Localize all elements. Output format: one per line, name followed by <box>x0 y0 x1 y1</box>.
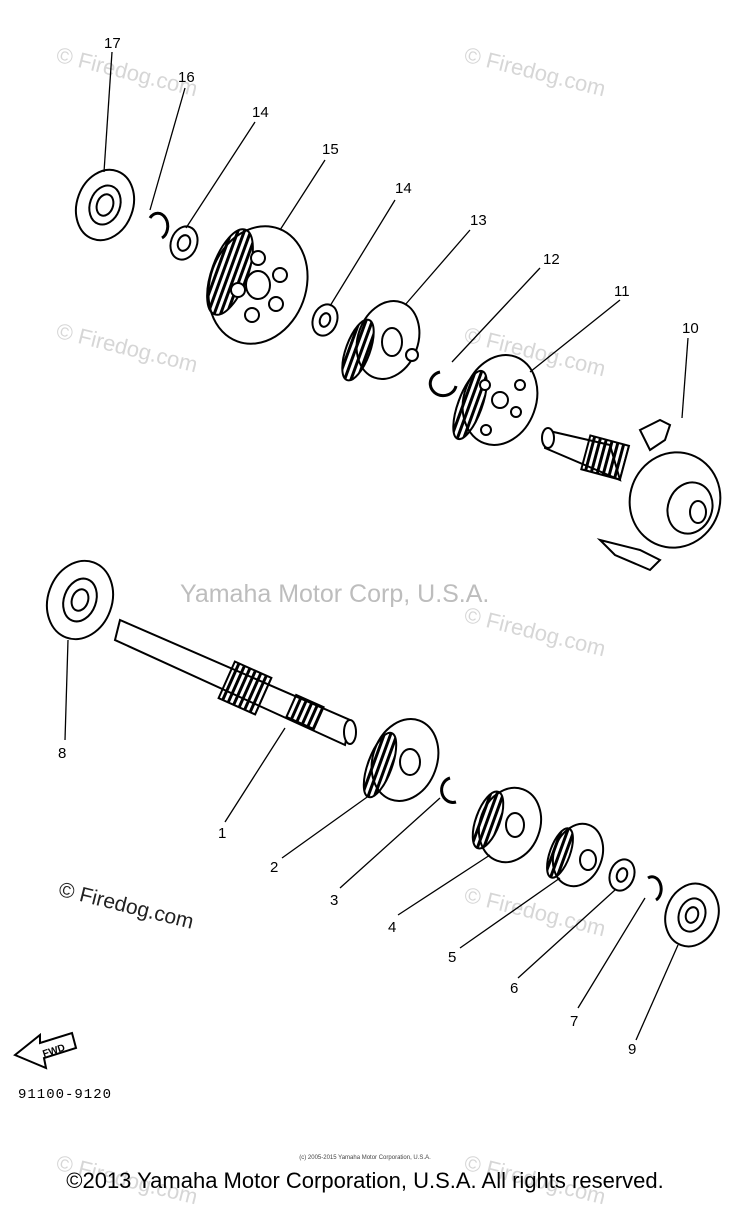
part-label-5: 5 <box>448 949 456 966</box>
circlip-16 <box>148 211 170 240</box>
gear-2 <box>362 718 440 802</box>
part-label-1: 1 <box>218 825 226 842</box>
part-label-14a: 14 <box>252 104 269 121</box>
part-label-4: 4 <box>388 919 396 936</box>
gear-4 <box>471 786 543 864</box>
bearing-8 <box>45 559 115 641</box>
part-label-2: 2 <box>270 859 278 876</box>
main-shaft-1 <box>113 618 357 747</box>
part-label-8: 8 <box>58 745 66 762</box>
part-label-11: 11 <box>614 283 630 300</box>
part-label-15: 15 <box>322 141 339 158</box>
washer-6 <box>608 858 636 892</box>
gear-11 <box>452 354 539 446</box>
part-label-12: 12 <box>543 251 560 268</box>
yamaha-watermark: Yamaha Motor Corp, U.S.A. <box>180 580 490 608</box>
gear-5 <box>546 822 605 888</box>
part-label-6: 6 <box>510 980 518 997</box>
bearing-17 <box>74 168 136 242</box>
circlip-7 <box>647 875 663 902</box>
circlip-12 <box>428 370 458 398</box>
part-label-3: 3 <box>330 892 338 909</box>
part-label-9: 9 <box>628 1041 636 1058</box>
part-label-13: 13 <box>470 212 487 229</box>
diagram-code: 91100-9120 <box>18 1087 113 1103</box>
fwd-arrow-icon <box>13 1031 78 1070</box>
small-copyright: (c) 2005-2015 Yamaha Motor Corporation, … <box>299 1155 431 1161</box>
gear-15 <box>206 225 309 345</box>
part-label-16: 16 <box>178 69 195 86</box>
footer-copyright: ©2013 Yamaha Motor Corporation, U.S.A. A… <box>66 1168 664 1193</box>
part-label-7: 7 <box>570 1013 578 1030</box>
bearing-9 <box>664 882 720 948</box>
leader-lines <box>64 51 689 1041</box>
part-label-17: 17 <box>104 35 121 52</box>
washer-14-lower <box>311 303 339 337</box>
circlip-3 <box>440 776 457 804</box>
part-label-14b: 14 <box>395 180 412 197</box>
part-label-10: 10 <box>682 320 699 337</box>
gear-13 <box>341 300 421 382</box>
shaft-assembly-10 <box>541 418 722 572</box>
washer-14-top <box>169 225 199 261</box>
